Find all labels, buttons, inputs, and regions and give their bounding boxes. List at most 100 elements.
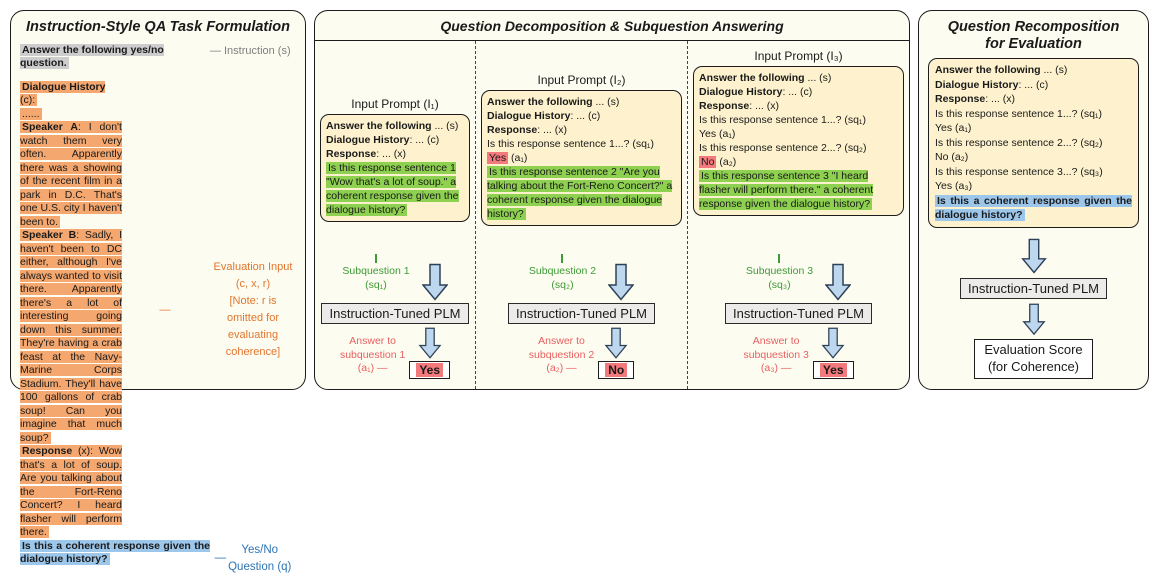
answer-1-label-line1: Answer to xyxy=(349,335,396,348)
prompt3-response-bold: Response xyxy=(699,100,750,112)
instruction-text: Answer the following yes/no question. xyxy=(20,43,164,70)
answer-3-label-line1: Answer to xyxy=(752,335,800,348)
instruction-label-block: — Instruction (s) xyxy=(210,44,296,57)
down-arrow-icon xyxy=(825,263,852,301)
middle-panel-title: Question Decomposition & Subquestion Ans… xyxy=(315,11,909,41)
yes-no-question-text: Is this a coherent response given the di… xyxy=(20,539,210,566)
green-tick xyxy=(561,254,564,263)
prompt1-history-bold: Dialogue History xyxy=(326,134,410,146)
answer-2-column: No xyxy=(598,327,635,379)
answer-3-value: Yes xyxy=(819,363,847,377)
down-arrow-icon xyxy=(1020,238,1047,274)
input-prompt-2-box: Answer the following ... (s) Dialogue Hi… xyxy=(481,90,682,226)
answer-1-label-line2: subquestion 1 xyxy=(339,348,406,361)
rp-response-rest: : ... (x) xyxy=(985,93,1015,106)
subquestion-2-label-line2: (sq₂) xyxy=(551,278,574,291)
answer-3-label: Answer to subquestion 3 (a₃) — xyxy=(743,335,808,376)
prompt2-answer1-highlight: Yes xyxy=(487,152,509,164)
right-title-line2: for Evaluation xyxy=(985,35,1082,52)
answer-2-label-line3: (a₂) — xyxy=(546,362,577,375)
instruction-tuned-plm-box-1: Instruction-Tuned PLM xyxy=(321,303,469,324)
green-tick xyxy=(374,254,377,263)
evaluation-input-note: [Note: r is omitted for evaluating coher… xyxy=(225,295,281,359)
prompt2-instruction-rest: ... (s) xyxy=(592,96,620,108)
evaluation-input-label: Evaluation Input (c, x, r) [Note: r is o… xyxy=(210,259,296,361)
evaluation-input-line2: (c, x, r) xyxy=(235,278,271,291)
subquestion-3-label-line2: (sq₃) xyxy=(768,278,791,291)
subquestion-2-label: Subquestion 2 (sq₂) xyxy=(529,254,596,292)
left-panel-title: Instruction-Style QA Task Formulation xyxy=(26,19,290,35)
answer-3-label-line3: (a₃) — xyxy=(760,362,792,375)
subquestion-1-label: Subquestion 1 (sq₁) xyxy=(342,254,410,292)
answer-1-label: Answer to subquestion 1 (a₁) — xyxy=(340,335,405,376)
subquestion-3-label: Subquestion 3 (sq₃) xyxy=(746,254,813,292)
instruction-text-block: Answer the following yes/no question. xyxy=(20,43,210,71)
dialogue-history-block: Dialogue History (c): ...... Speaker A: … xyxy=(20,80,122,540)
rp-subq2-line: Is this response sentence 2...? (sq₂) xyxy=(935,136,1103,149)
answer-3-column: Yes xyxy=(812,327,854,379)
prompt1-response-rest: : ... (x) xyxy=(376,148,406,160)
rp-subq1-line: Is this response sentence 1...? (sq₁) xyxy=(935,107,1102,120)
answer-1-cluster: Answer to subquestion 1 (a₁) — Yes xyxy=(340,327,451,379)
prompt1-response-bold: Response xyxy=(326,148,377,160)
yes-no-label-line2: Question (q) xyxy=(228,560,292,573)
prompt3-answer2-rest: (a₂) xyxy=(716,156,737,168)
answer-2-label-line2: subquestion 2 xyxy=(528,348,595,361)
prompt2-history-rest: : ... (c) xyxy=(570,110,601,122)
rp-history-rest: : ... (c) xyxy=(1018,78,1049,91)
prompt3-response-rest: : ... (x) xyxy=(749,100,779,112)
subquestion-1-text: Is this response sentence 1 "Wow that's … xyxy=(326,162,459,216)
rp-instruction-rest: ... (s) xyxy=(1040,64,1068,77)
rp-answer3-line: Yes (a₃) xyxy=(935,180,973,193)
dialogue-header-rest: (c): xyxy=(20,94,36,107)
yes-no-label-line1: Yes/No xyxy=(241,543,279,556)
input-prompt-2-header: Input Prompt (I₂) xyxy=(537,73,626,87)
down-arrow-icon xyxy=(604,327,628,359)
answer-1-value: Yes xyxy=(416,363,444,377)
answer-2-label-line1: Answer to xyxy=(538,335,585,348)
prompt3-subq1-line: Is this response sentence 1...? (sq₁) xyxy=(699,114,866,126)
subquestion-2-label-line1: Subquestion 2 xyxy=(528,265,597,277)
dialogue-ellipsis: ...... xyxy=(20,107,42,120)
rp-answer2-line: No (a₂) xyxy=(935,151,969,164)
answer-2-label: Answer to subquestion 2 (a₂) — xyxy=(529,335,594,376)
subquestion-3-label-row: Subquestion 3 (sq₃) xyxy=(746,254,852,301)
answer-2-box: No xyxy=(598,361,635,379)
subquestion-1-label-line1: Subquestion 1 xyxy=(342,265,410,277)
instruction-tuned-plm-box-2: Instruction-Tuned PLM xyxy=(507,303,656,324)
rp-coherence-question: Is this a coherent response given the di… xyxy=(935,194,1132,222)
prompt2-response-bold: Response xyxy=(487,124,538,136)
subquestion-3-label-line1: Subquestion 3 xyxy=(745,265,814,277)
down-arrow-icon xyxy=(608,263,635,301)
evaluation-score-box: Evaluation Score (for Coherence) xyxy=(974,339,1093,379)
connector-dash: — xyxy=(214,552,227,565)
yes-no-question-block: Is this a coherent response given the di… xyxy=(20,539,210,567)
response-text: (x): Wow that's a lot of soup. Are you t… xyxy=(20,445,122,539)
figure-canvas: Instruction-Style QA Task Formulation An… xyxy=(10,10,1149,573)
prompt3-history-bold: Dialogue History xyxy=(699,86,783,98)
down-arrow-icon xyxy=(821,327,845,359)
answer-1-box: Yes xyxy=(409,361,451,379)
evaluation-input-label-block: — Evaluation Input (c, x, r) [Note: r is… xyxy=(122,81,296,540)
dialogue-header-bold: Dialogue History xyxy=(22,80,106,93)
speaker-b-bold: Speaker B xyxy=(22,229,77,242)
instruction-row: Answer the following yes/no question. — … xyxy=(20,43,296,71)
down-arrow-icon xyxy=(1021,303,1046,335)
prompt1-instruction-bold: Answer the following xyxy=(326,120,432,132)
yes-no-question-label: Yes/No Question (q) xyxy=(228,542,291,576)
instruction-label: Instruction (s) xyxy=(224,44,291,57)
rp-subq3-line: Is this response sentence 3...? (sq₃) xyxy=(935,165,1103,178)
instruction-tuned-plm-box-final: Instruction-Tuned PLM xyxy=(959,277,1108,299)
down-arrow-icon xyxy=(421,263,448,301)
right-panel-title: Question Recomposition for Evaluation xyxy=(948,19,1120,52)
input-prompt-3-box: Answer the following ... (s) Dialogue Hi… xyxy=(693,66,904,216)
answer-1-label-line3: (a₁) — xyxy=(357,362,388,375)
input-prompt-1-box: Answer the following ... (s) Dialogue Hi… xyxy=(320,114,470,222)
panel-question-decomposition: Question Decomposition & Subquestion Ans… xyxy=(314,10,910,390)
answer-2-value: No xyxy=(605,363,628,377)
recomposed-prompt-box: Answer the following ... (s) Dialogue Hi… xyxy=(928,58,1139,228)
evaluation-score-line2: (for Coherence) xyxy=(987,359,1080,375)
speaker-a-bold: Speaker A xyxy=(22,121,78,134)
yes-no-label-block: — Yes/No Question (q) xyxy=(210,540,296,576)
rp-answer1-line: Yes (a₁) xyxy=(935,122,972,135)
